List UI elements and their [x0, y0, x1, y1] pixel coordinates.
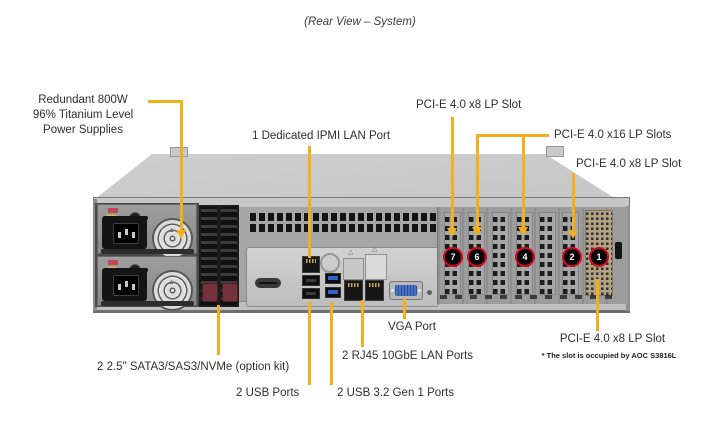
usb-label: 2 USB Ports	[236, 387, 300, 399]
vga-label: VGA Port	[388, 321, 436, 333]
psu-label-line1: Redundant 800W	[38, 94, 128, 106]
pcie6-callout-arrow	[472, 227, 482, 236]
pcie-x8-top-label: PCI-E 4.0 x8 LP Slot	[416, 99, 522, 111]
psu1-handle	[101, 249, 194, 254]
slot-marker-2: 2	[562, 247, 582, 267]
lid-latch-left	[170, 147, 188, 157]
knockout-circle	[320, 253, 340, 273]
pci-slot-5-bracket	[492, 212, 509, 295]
lan1-warning-icon: △	[348, 249, 354, 256]
drive-bay-1-latch	[202, 283, 218, 302]
drives-label: 2 2.5" SATA3/SAS3/NVMe (option kit)	[97, 361, 290, 373]
drives-callout-line	[217, 305, 220, 355]
io-screw	[427, 290, 432, 295]
slot-marker-7: 7	[443, 247, 463, 267]
pcie-occupied-note: * The slot is occupied by AOC S3816L	[541, 351, 677, 360]
io-window: △ △	[246, 246, 439, 307]
drive-bay-2-latch	[222, 283, 238, 302]
pcie2-callout-line	[572, 173, 575, 231]
power-supply-2: ▲	[97, 256, 197, 311]
psu1-fan-warning-icon: ▲	[168, 227, 175, 234]
lid-latch-right	[546, 146, 564, 157]
slot-bottom-vents	[440, 295, 612, 299]
psu-callout-arrow	[176, 230, 186, 239]
pcie4-callout-line	[522, 134, 525, 228]
slot-marker-1: 1	[589, 247, 609, 267]
diagram-title: (Rear View – System)	[304, 16, 416, 28]
pcie-x16-label: PCI-E 4.0 x16 LP Slots	[554, 129, 672, 141]
io-pull-slot	[255, 278, 281, 288]
psu-label-line2: 96% Titanium Level	[32, 109, 134, 121]
lan-shield-1	[343, 258, 364, 280]
psu1-ac-inlet	[102, 216, 147, 249]
vent-grid	[250, 211, 438, 232]
usb-callout-line	[308, 302, 311, 385]
pcie1-callout-line	[596, 279, 599, 331]
lan-port-1	[344, 280, 363, 301]
chassis-right-edge	[626, 206, 630, 311]
psu2-handle	[101, 301, 194, 306]
vga-port	[389, 281, 423, 300]
lan-label: 2 RJ45 10GbE LAN Ports	[342, 350, 474, 362]
pcie2-callout-arrow	[568, 230, 578, 239]
usb32-port-2	[325, 287, 341, 298]
pcie-x8-right-label: PCI-E 4.0 x8 LP Slot	[576, 158, 682, 170]
slot-latch	[615, 242, 622, 259]
ipmi-callout-line	[308, 146, 311, 258]
pcie4-callout-arrow	[518, 227, 528, 236]
psu-callout-line-v	[180, 100, 183, 231]
pcie-x8-bottom-label: PCI-E 4.0 x8 LP Slot	[559, 333, 666, 345]
ipmi-lan-port	[302, 256, 320, 273]
usb32-callout-line	[330, 302, 333, 385]
psu2-fan-warning-icon: ▲	[168, 279, 175, 286]
lan-shield-2	[365, 254, 387, 280]
slot-marker-6: 6	[467, 247, 487, 267]
psu2-red-sticker	[108, 260, 118, 265]
psu2-ac-inlet	[102, 268, 147, 301]
psu-label-line3: Power Supplies	[43, 124, 123, 136]
pcie6-callout-line	[476, 134, 479, 228]
pcie7-callout-arrow	[447, 228, 457, 237]
lan2-warning-icon: △	[372, 246, 378, 253]
lan-callout-line	[361, 300, 364, 347]
usb32-port-1	[325, 273, 341, 284]
usb-port-2	[302, 288, 320, 299]
usb32-label: 2 USB 3.2 Gen 1 Ports	[337, 387, 454, 399]
psu-callout-line-h	[148, 100, 183, 103]
usb-port-1	[302, 275, 320, 286]
lan-port-2	[365, 280, 384, 301]
pcie7-callout-line	[451, 117, 454, 229]
vga-callout-line	[403, 298, 406, 319]
drive-bay-1	[201, 207, 217, 305]
pcie-x16-bracket-line	[476, 134, 549, 137]
ipmi-label: 1 Dedicated IPMI LAN Port	[252, 130, 391, 142]
power-supply-1: ▲	[97, 204, 197, 259]
slot-marker-4: 4	[515, 247, 535, 267]
psu-label: Redundant 800W 96% Titanium Level Power …	[18, 93, 148, 138]
drive-bay-2	[221, 207, 237, 305]
psu1-red-sticker	[108, 208, 118, 213]
pci-slot-3-bracket	[539, 212, 556, 295]
